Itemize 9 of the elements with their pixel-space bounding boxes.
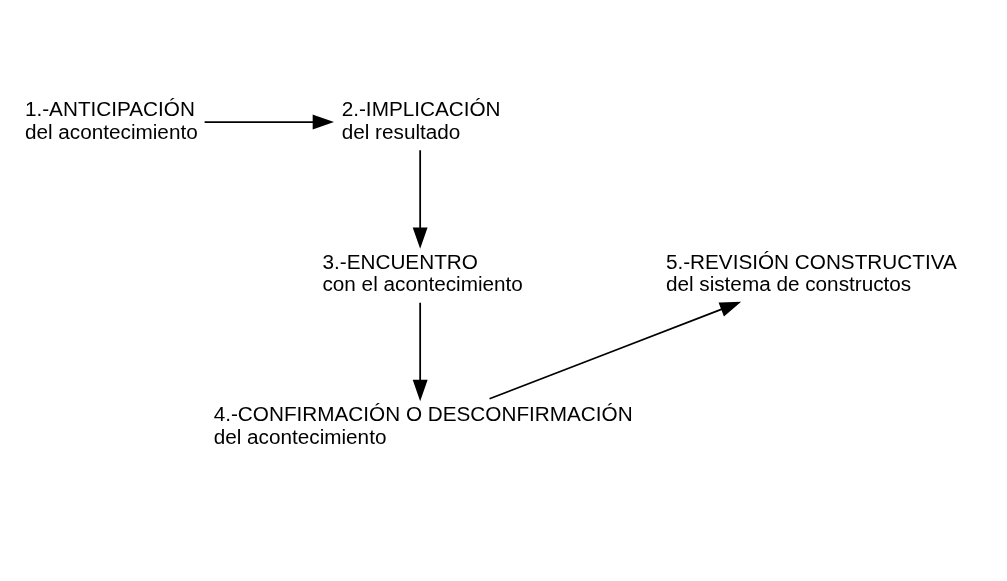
- arrow: [488, 301, 742, 400]
- node-text: 1.-ANTICIPACIÓN del acontecimiento: [24, 97, 198, 143]
- arrow: [412, 149, 428, 249]
- arrow: [203, 114, 335, 130]
- node-text: 2.-IMPLICACIÓN del resultado: [341, 97, 501, 143]
- node-text: 5.-REVISIÓN CONSTRUCTIVA del sistema de constructos: [665, 249, 957, 296]
- arrow: [412, 301, 428, 402]
- node-text: 3.-ENCUENTRO con el acontecimiento: [322, 249, 523, 296]
- node-text: 4.-CONFIRMACIÓN O DESCONFIRMACIÓN del acontecimiento: [213, 402, 633, 448]
